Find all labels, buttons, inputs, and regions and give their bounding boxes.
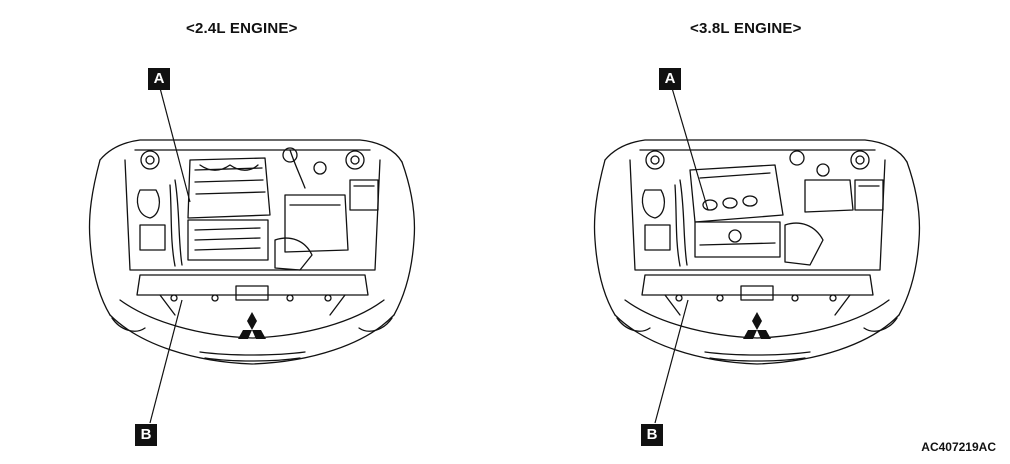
car-front-2-4l <box>88 139 416 365</box>
title-2-4l-engine: <2.4L ENGINE> <box>186 20 298 37</box>
callout-b-3-8l: B <box>641 424 663 446</box>
callout-b-2-4l: B <box>135 424 157 446</box>
title-3-8l-engine: <3.8L ENGINE> <box>690 20 802 37</box>
brand-emblem-right <box>743 312 771 339</box>
callout-a-3-8l: A <box>659 68 681 90</box>
figure-reference-code: AC407219AC <box>921 440 996 454</box>
brand-emblem-left <box>238 312 266 339</box>
callout-a-2-4l: A <box>148 68 170 90</box>
leader-lines <box>149 87 709 424</box>
car-front-3-8l <box>593 139 921 365</box>
